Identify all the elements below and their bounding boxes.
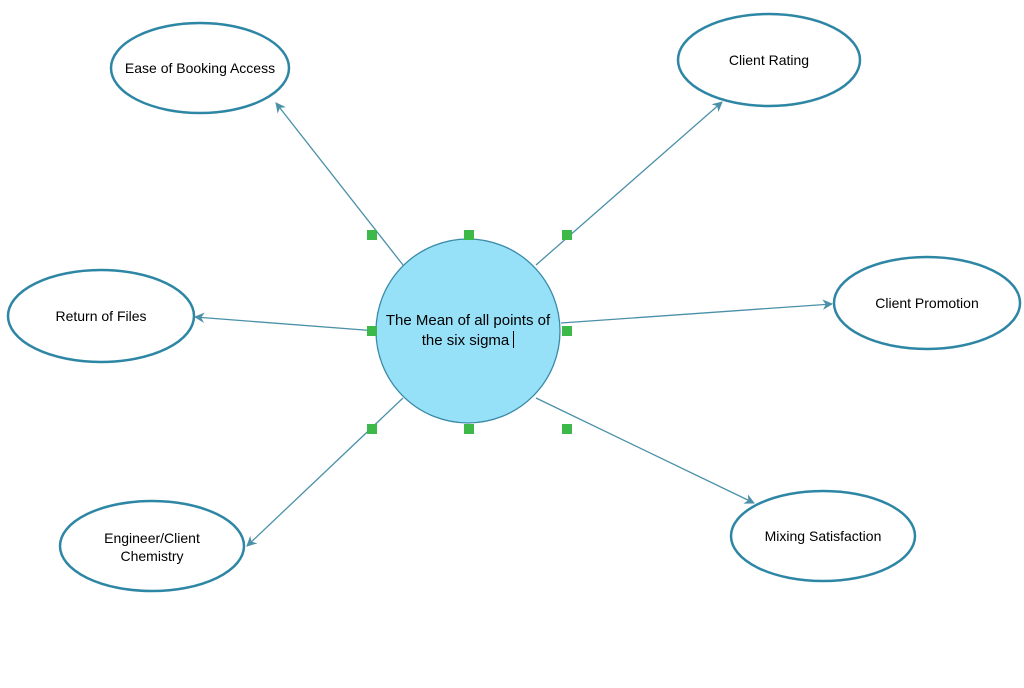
selection-handle-bottom-left[interactable] (367, 424, 377, 434)
edge-to-client-rating[interactable] (535, 101, 723, 266)
node-client-promotion[interactable] (832, 255, 1022, 351)
selection-handle-left[interactable] (367, 326, 377, 336)
selection-handle-bottom[interactable] (464, 424, 474, 434)
node-mixing-satisfaction[interactable] (729, 489, 917, 583)
edge-to-engineer-client-chemistry[interactable] (246, 397, 404, 547)
selection-handle-top-left[interactable] (367, 230, 377, 240)
selection-handle-right[interactable] (562, 326, 572, 336)
edge-to-mixing-satisfaction[interactable] (535, 397, 755, 504)
selection-handle-top-right[interactable] (562, 230, 572, 240)
edge-to-return-of-files[interactable] (193, 312, 378, 332)
node-return-of-files[interactable] (6, 268, 196, 364)
selection-handle-top[interactable] (464, 230, 474, 240)
node-ease-of-booking-access[interactable] (109, 21, 291, 115)
selection-handle-bottom-right[interactable] (562, 424, 572, 434)
node-client-rating[interactable] (676, 12, 862, 108)
edge-to-client-promotion[interactable] (560, 299, 834, 324)
center-node[interactable] (375, 238, 561, 424)
edge-to-ease-of-booking-access[interactable] (275, 102, 404, 266)
node-engineer-client-chemistry[interactable] (58, 499, 246, 593)
